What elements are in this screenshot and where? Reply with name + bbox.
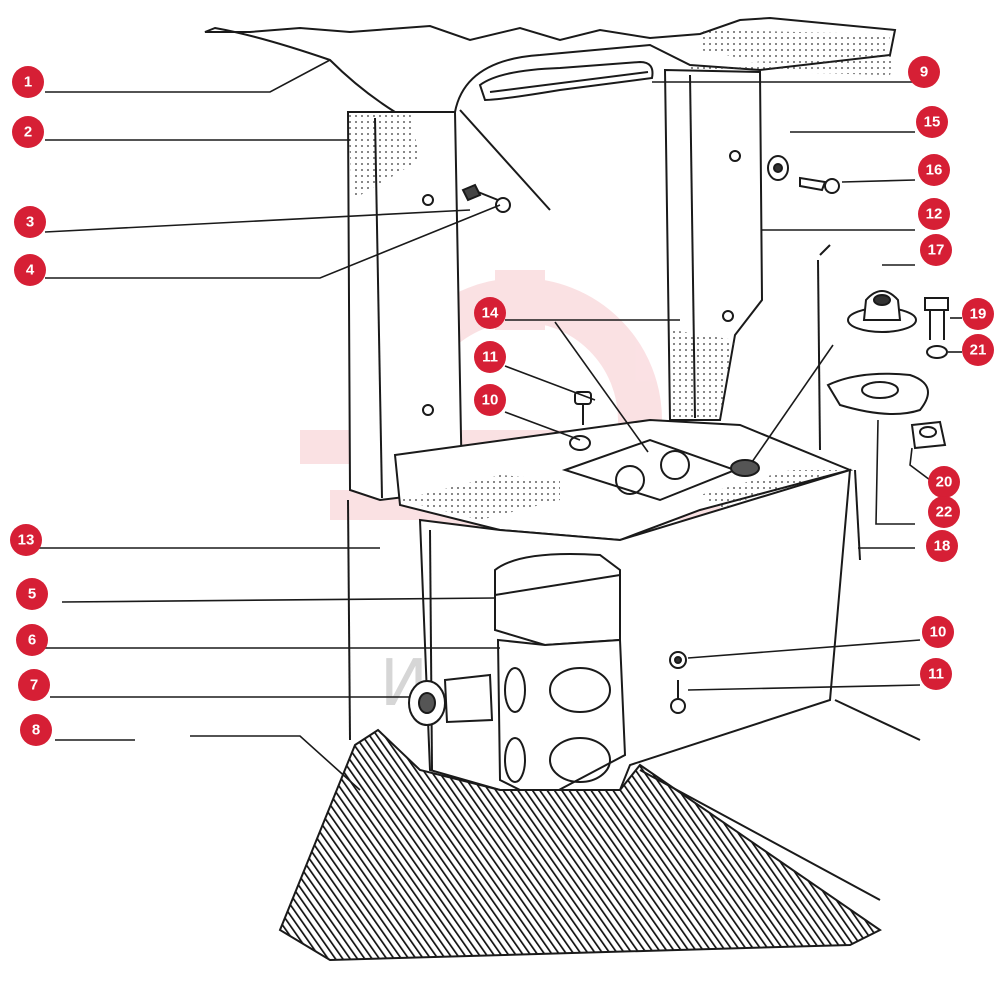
svg-text:22: 22 xyxy=(936,504,953,521)
svg-text:2: 2 xyxy=(24,124,32,141)
svg-text:12: 12 xyxy=(926,206,943,223)
callout-4: 4 xyxy=(14,254,46,286)
callout-9: 9 xyxy=(908,56,940,88)
callout-17: 17 xyxy=(920,234,952,266)
callout-22: 22 xyxy=(928,496,960,528)
svg-text:4: 4 xyxy=(26,262,35,279)
leader-lines xyxy=(35,59,962,791)
svg-text:19: 19 xyxy=(970,306,987,323)
callout-6: 6 xyxy=(16,624,48,656)
callout-15: 15 xyxy=(916,106,948,138)
svg-text:16: 16 xyxy=(926,162,943,179)
svg-text:20: 20 xyxy=(936,474,953,491)
callout-1: 1 xyxy=(12,66,44,98)
svg-text:13: 13 xyxy=(18,532,35,549)
callout-19: 19 xyxy=(962,298,994,330)
svg-text:8: 8 xyxy=(32,722,40,739)
callout-18: 18 xyxy=(926,530,958,562)
svg-text:11: 11 xyxy=(928,666,944,683)
callout-2: 2 xyxy=(12,116,44,148)
callout-11a: 11 xyxy=(474,341,506,373)
callout-3: 3 xyxy=(14,206,46,238)
callouts: 1 2 3 4 5 6 7 8 9 10 10 11 11 12 13 14 1… xyxy=(10,56,994,746)
callout-12: 12 xyxy=(918,198,950,230)
callout-11b: 11 xyxy=(920,658,952,690)
svg-text:10: 10 xyxy=(482,392,499,409)
svg-text:11: 11 xyxy=(482,349,498,366)
svg-text:21: 21 xyxy=(970,342,987,359)
callout-20: 20 xyxy=(928,466,960,498)
svg-text:10: 10 xyxy=(930,624,947,641)
callout-5: 5 xyxy=(16,578,48,610)
svg-text:7: 7 xyxy=(30,677,38,694)
svg-text:1: 1 xyxy=(24,74,32,91)
svg-text:6: 6 xyxy=(28,632,36,649)
callout-10b: 10 xyxy=(922,616,954,648)
svg-text:15: 15 xyxy=(924,114,941,131)
callout-13: 13 xyxy=(10,524,42,556)
cab-drawing xyxy=(204,16,949,962)
callout-8: 8 xyxy=(20,714,52,746)
svg-text:14: 14 xyxy=(482,305,499,322)
svg-text:9: 9 xyxy=(920,64,928,81)
callout-10a: 10 xyxy=(474,384,506,416)
svg-text:18: 18 xyxy=(934,538,951,555)
svg-text:3: 3 xyxy=(26,214,34,231)
callout-21: 21 xyxy=(962,334,994,366)
callout-14: 14 xyxy=(474,297,506,329)
callout-16: 16 xyxy=(918,154,950,186)
svg-text:17: 17 xyxy=(928,242,945,259)
callout-7: 7 xyxy=(18,669,50,701)
svg-text:5: 5 xyxy=(28,586,36,603)
